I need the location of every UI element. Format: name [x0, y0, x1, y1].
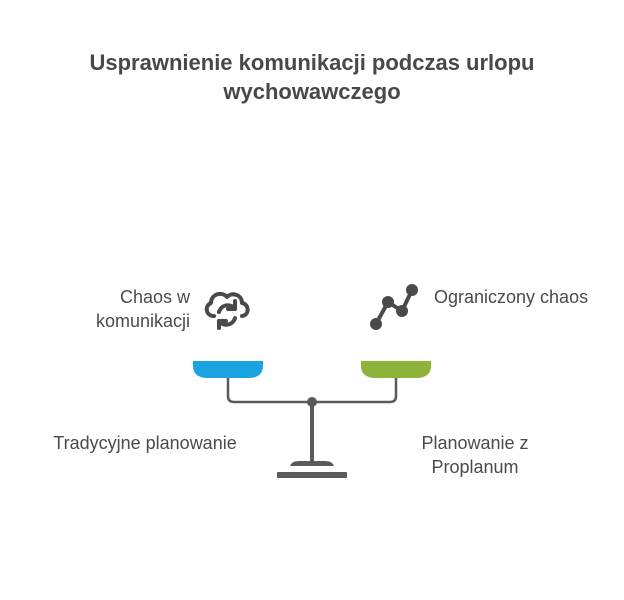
scale-base-plate: [277, 472, 347, 478]
scale-base: [290, 461, 334, 466]
left-bottom-label: Tradycyjne planowanie: [53, 433, 237, 453]
left-pan: [193, 361, 263, 378]
right-bottom-label: Planowanie z Proplanum: [421, 433, 529, 477]
right-top-label: Ograniczony chaos: [434, 287, 589, 307]
line-chart-icon: [370, 284, 418, 330]
diagram-title: Usprawnienie komunikacji podczas urlopu …: [89, 50, 535, 104]
scale-post: [310, 406, 314, 461]
sync-cloud-icon: [204, 291, 250, 330]
scale-pivot: [307, 397, 317, 407]
right-pan: [361, 361, 431, 378]
left-top-label: Chaos w komunikacji: [95, 287, 190, 331]
